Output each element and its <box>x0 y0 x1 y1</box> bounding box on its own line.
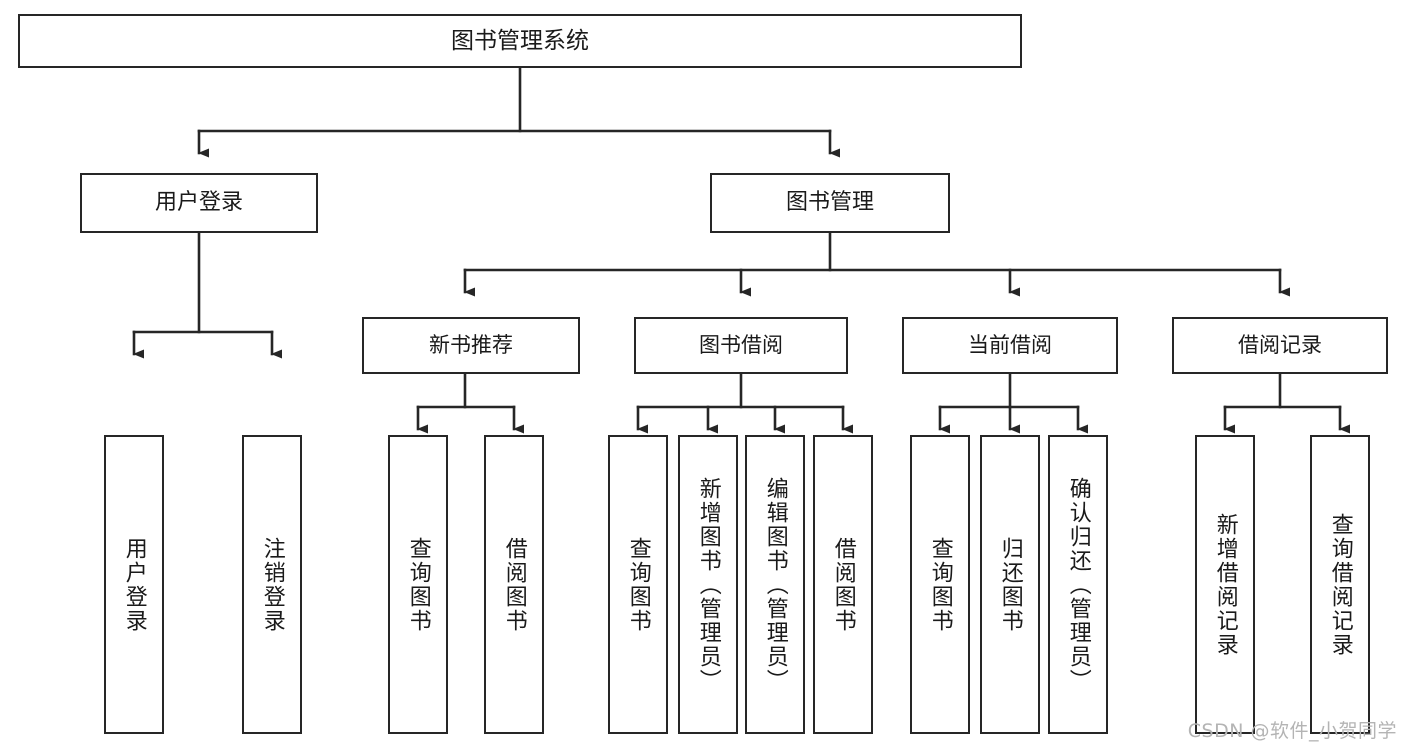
node-book-manage[interactable]: 图书管理 <box>710 173 950 233</box>
node-leaf-edit-book[interactable]: 编辑图书（管理员） <box>745 435 805 734</box>
node-new-book-recommend[interactable]: 新书推荐 <box>362 317 580 374</box>
watermark-text: CSDN @软件_小贺同学 <box>1187 720 1397 742</box>
node-leaf-add-book[interactable]: 新增图书（管理员） <box>678 435 738 734</box>
node-leaf-borrow-book-1[interactable]: 借阅图书 <box>484 435 544 734</box>
node-label: 图书管理 <box>785 190 874 216</box>
node-leaf-user-login[interactable]: 用户登录 <box>104 435 164 734</box>
node-leaf-query-record[interactable]: 查询借阅记录 <box>1310 435 1370 734</box>
node-borrow-record[interactable]: 借阅记录 <box>1172 317 1388 374</box>
node-leaf-borrow-book-2[interactable]: 借阅图书 <box>813 435 873 734</box>
node-label: 查询图书 <box>927 536 953 633</box>
edges-group <box>132 66 1350 434</box>
node-leaf-query-book-1[interactable]: 查询图书 <box>388 435 448 734</box>
node-label: 新增图书（管理员） <box>695 476 721 693</box>
node-label: 图书管理系统 <box>451 27 589 54</box>
node-label: 用户登录 <box>154 190 243 216</box>
node-label: 查询图书 <box>625 536 651 633</box>
node-label: 借阅记录 <box>1238 333 1322 358</box>
node-book-borrow[interactable]: 图书借阅 <box>634 317 848 374</box>
node-label: 借阅图书 <box>830 536 856 633</box>
node-label: 确认归还（管理员） <box>1065 476 1091 693</box>
node-label: 归还图书 <box>997 536 1023 633</box>
node-label: 编辑图书（管理员） <box>762 476 788 693</box>
node-leaf-query-book-2[interactable]: 查询图书 <box>608 435 668 734</box>
node-label: 当前借阅 <box>968 333 1052 358</box>
node-label: 借阅图书 <box>501 536 527 633</box>
node-label: 查询借阅记录 <box>1327 512 1353 657</box>
node-label: 注销登录 <box>259 536 285 633</box>
node-label: 图书借阅 <box>699 333 783 358</box>
node-label: 用户登录 <box>121 536 147 633</box>
node-label: 新书推荐 <box>429 333 513 358</box>
node-leaf-confirm-return[interactable]: 确认归还（管理员） <box>1048 435 1108 734</box>
node-leaf-add-record[interactable]: 新增借阅记录 <box>1195 435 1255 734</box>
node-current-borrow[interactable]: 当前借阅 <box>902 317 1118 374</box>
node-label: 查询图书 <box>405 536 431 633</box>
node-label: 新增借阅记录 <box>1212 512 1238 657</box>
node-leaf-return-book[interactable]: 归还图书 <box>980 435 1040 734</box>
node-root-system[interactable]: 图书管理系统 <box>18 14 1022 68</box>
node-leaf-logout[interactable]: 注销登录 <box>242 435 302 734</box>
node-leaf-query-book-3[interactable]: 查询图书 <box>910 435 970 734</box>
node-user-login[interactable]: 用户登录 <box>80 173 318 233</box>
